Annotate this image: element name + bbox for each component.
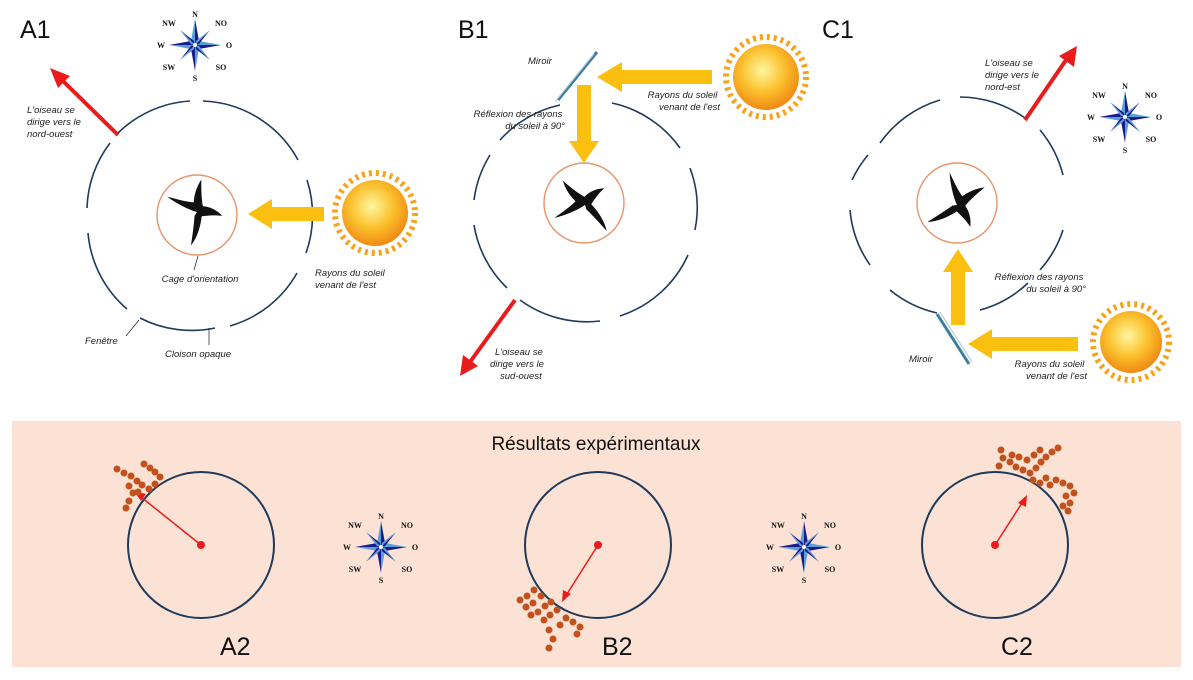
results-title: Résultats expérimentaux [491, 434, 701, 455]
reflected-ray-arrow [569, 85, 599, 163]
b1-bird-direction-note: L'oiseau se dirige vers le sud-ouest [490, 347, 547, 382]
b1-reflection-note: Réflexion des rayons du soleil à 90° [474, 109, 566, 132]
result-a2: A2 [113, 460, 275, 661]
sun-icon [1090, 301, 1172, 383]
panel-a1: A1 N S W O NW NO SW SO [20, 10, 418, 360]
compass-s: S [802, 576, 807, 585]
compass-no: NO [1145, 91, 1157, 100]
orientation-cage [156, 174, 238, 256]
compass-nw: NW [162, 19, 176, 28]
compass-o: O [1156, 113, 1162, 122]
compass-sw: SW [349, 565, 361, 574]
compass-so: SO [1146, 135, 1157, 144]
a1-bird-direction-note: L'oiseau se dirige vers le nord-ouest [27, 105, 84, 140]
c2-orientation-dots [995, 444, 1078, 515]
a1-window-label: Fenêtre [85, 336, 118, 347]
compass-nw: NW [771, 521, 785, 530]
result-a2-label: A2 [220, 633, 251, 661]
bird-direction-arrow [50, 68, 120, 137]
orientation-cage [916, 162, 998, 244]
mirror [556, 51, 599, 101]
b1-sun-note: Rayons du soleil venant de l'est [648, 90, 721, 113]
compass-nw: NW [348, 521, 362, 530]
compass-s: S [1123, 146, 1128, 155]
orientation-ring [849, 96, 1064, 314]
panel-b1: B1 [458, 16, 809, 382]
result-c2: C2 [921, 444, 1078, 661]
panel-c1-label: C1 [822, 16, 854, 44]
compass-so: SO [216, 63, 227, 72]
compass-n: N [378, 512, 384, 521]
result-b2-label: B2 [602, 633, 633, 661]
orientation-ring [473, 102, 699, 323]
compass-w: W [1087, 113, 1095, 122]
reflected-ray-arrow [943, 249, 973, 325]
compass-s: S [193, 74, 198, 83]
results-panel: Résultats expérimentaux A2 N S W O NW NO… [12, 421, 1181, 667]
compass-so: SO [402, 565, 413, 574]
compass-o: O [226, 41, 232, 50]
c1-sun-note: Rayons du soleil venant de l'est [1015, 359, 1088, 382]
c1-bird-direction-note: L'oiseau se dirige vers le nord-est [985, 58, 1042, 93]
sun-icon [723, 34, 809, 120]
compass-rose-icon: N S W O NW NO SW SO [157, 10, 232, 83]
bird-icon [163, 177, 228, 246]
bird-icon [553, 180, 615, 232]
compass-n: N [192, 10, 198, 19]
compass-n: N [1122, 82, 1128, 91]
compass-no: NO [824, 521, 836, 530]
b2-orientation-dots [516, 586, 584, 652]
c1-reflection-note: Réflexion des rayons du soleil à 90° [995, 272, 1087, 295]
a1-cage-label: Cage d'orientation [162, 274, 239, 285]
compass-o: O [412, 543, 418, 552]
compass-no: NO [401, 521, 413, 530]
compass-no: NO [215, 19, 227, 28]
sun-ray-arrow [597, 62, 712, 92]
compass-w: W [157, 41, 165, 50]
panel-a1-label: A1 [20, 16, 51, 44]
panel-c1: C1 N S W O NW NO SW SO [822, 16, 1172, 383]
b1-mirror-label: Miroir [528, 56, 553, 67]
c1-mirror-label: Miroir [909, 354, 934, 365]
result-b2: B2 [516, 471, 672, 661]
bird-direction-arrow [1023, 46, 1077, 122]
sun-icon [332, 170, 418, 256]
compass-sw: SW [772, 565, 784, 574]
sun-ray-arrow [968, 329, 1078, 359]
a1-partition-label: Cloison opaque [165, 349, 231, 360]
orientation-ring [86, 100, 314, 332]
compass-nw: NW [1092, 91, 1106, 100]
a2-orientation-dots [113, 460, 164, 512]
panel-b1-label: B1 [458, 16, 489, 44]
compass-so: SO [825, 565, 836, 574]
compass-w: W [343, 543, 351, 552]
mirror [935, 313, 971, 365]
bird-direction-arrow [460, 298, 517, 376]
compass-sw: SW [1093, 135, 1105, 144]
compass-rose-icon: N S W O NW NO SW SO [766, 512, 841, 585]
a1-sun-note: Rayons du soleil venant de l'est [315, 268, 387, 291]
compass-w: W [766, 543, 774, 552]
compass-rose-icon: N S W O NW NO SW SO [1087, 82, 1162, 155]
compass-n: N [801, 512, 807, 521]
result-c2-label: C2 [1001, 633, 1033, 661]
sun-ray-arrow [248, 199, 324, 229]
bird-icon [927, 171, 986, 237]
compass-rose-icon: N S W O NW NO SW SO [343, 512, 418, 585]
compass-s: S [379, 576, 384, 585]
compass-sw: SW [163, 63, 175, 72]
compass-o: O [835, 543, 841, 552]
